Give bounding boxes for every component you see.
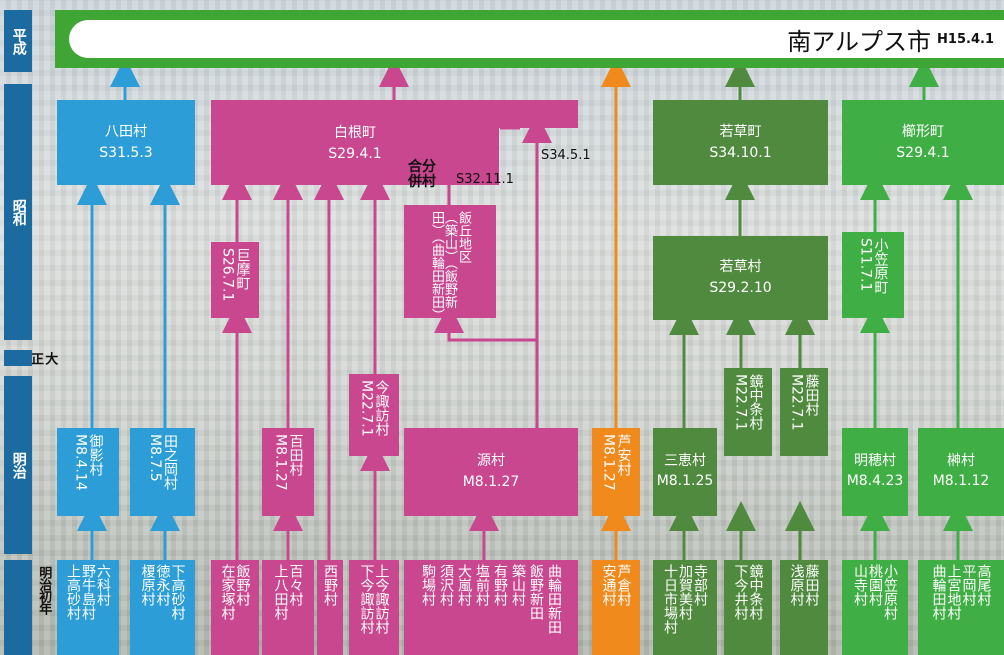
early-group-5: 西野村 [317, 560, 343, 655]
era-meiji-early-bar [4, 560, 32, 655]
era-heisei: 平成 [4, 10, 32, 72]
early-group-11: 藤田村浅原村 [780, 560, 828, 655]
early-group-9: 寺部村加賀美村十日市場村 [653, 560, 717, 655]
era-showa: 昭和 [4, 84, 32, 340]
early-group-2: 下高砂村徳永村榎原村 [130, 560, 195, 655]
early-group-10: 鏡中条村下今井村 [724, 560, 772, 655]
early-group-13: 高尾村平岡村上宮地村曲輪田村 [918, 560, 1004, 655]
early-group-4: 百々村上八田村 [262, 560, 314, 655]
early-group-1: 六科村野牛島村上高砂村 [57, 560, 119, 655]
era-meiji-early: 明治初年 [36, 566, 52, 614]
early-group-3: 飯野村在家塚村 [211, 560, 259, 655]
split-merge-label: 合分併村 [408, 159, 436, 190]
ogasawara-box: 小笠原町 S11.7.1 [842, 232, 904, 318]
date-s34: S34.5.1 [541, 148, 591, 163]
era-taisho-bar [4, 350, 32, 366]
komacho-box: 巨摩町 S26.7.1 [211, 242, 259, 318]
early-group-12: 小笠原村桃園村山寺村 [842, 560, 908, 655]
city-date: H15.4.1 [937, 31, 994, 47]
date-s32: S32.11.1 [456, 172, 514, 187]
early-group-6: 上今諏訪村下今諏訪村 [349, 560, 399, 655]
era-meiji: 明治 [4, 376, 32, 554]
city-banner: 南アルプス市 H15.4.1 [55, 10, 1004, 68]
early-group-7: 曲輪田新田飯野新田築山村有野村塩前村大嵐村須沢村駒場村 [404, 560, 578, 655]
early-group-8: 芦倉村安通村 [592, 560, 640, 655]
iioka-box: 飯丘地区 （築山）（飯野新田）（曲輪田新田） [404, 205, 496, 322]
city-banner-inner: 南アルプス市 H15.4.1 [69, 20, 1004, 58]
city-name: 南アルプス市 [787, 27, 932, 56]
